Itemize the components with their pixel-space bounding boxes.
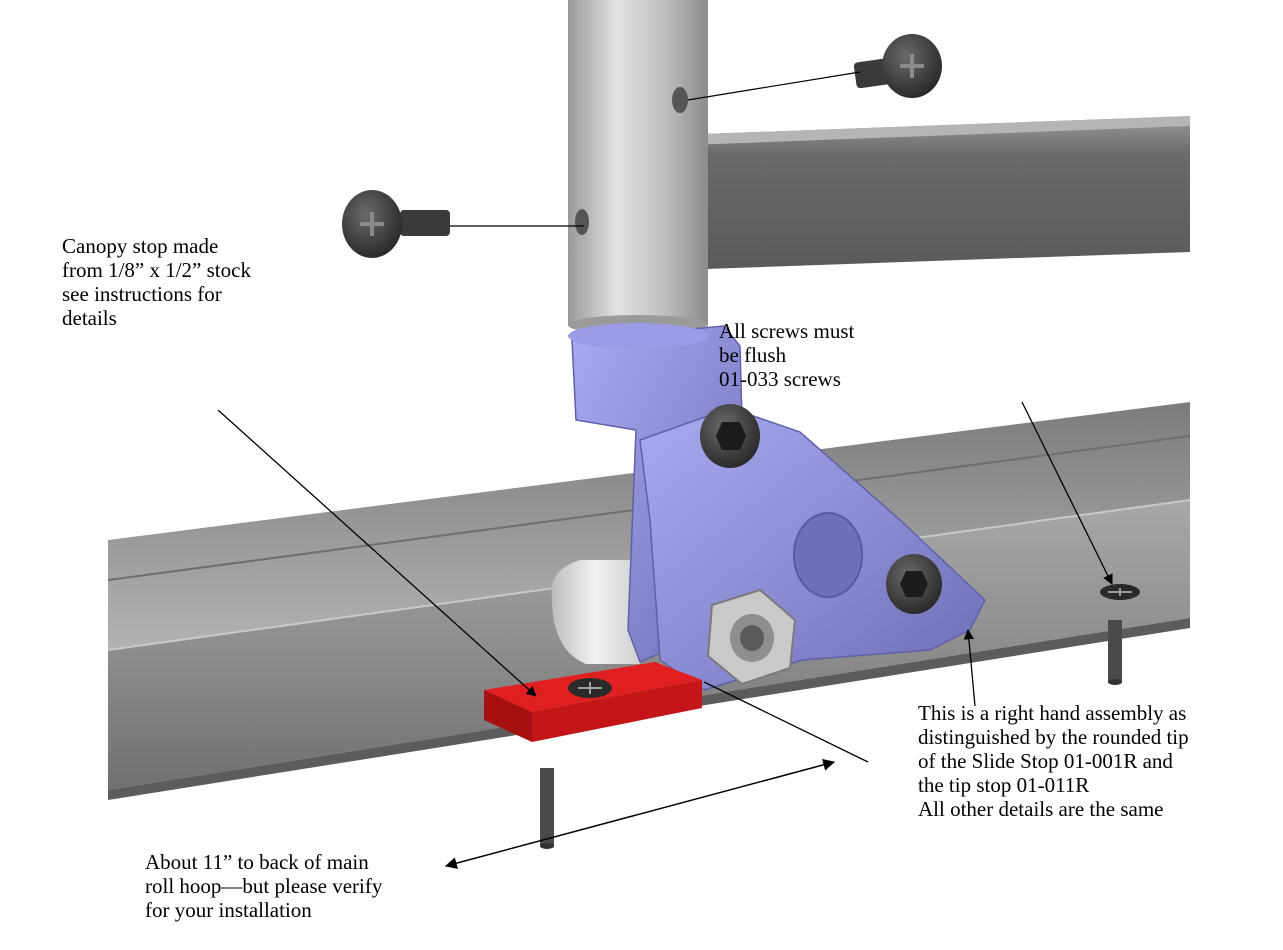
note-line: Canopy stop made xyxy=(62,234,219,258)
screw-top-right-icon xyxy=(853,34,942,98)
hex-nut xyxy=(706,588,797,686)
tube-hole-upper xyxy=(672,87,688,113)
crossbar xyxy=(676,116,1190,270)
note-line: 01-033 screws xyxy=(719,367,841,391)
note-line: see instructions for xyxy=(62,282,222,306)
note-line: This is a right hand assembly as xyxy=(918,701,1187,725)
note-line: distinguished by the rounded tip xyxy=(918,725,1189,749)
note-line: details xyxy=(62,306,117,330)
leader-canopy-stop xyxy=(217,409,537,697)
note-line: All other details are the same xyxy=(918,797,1164,821)
screw-alignment-line-upper xyxy=(687,71,861,101)
note-canopy-stop: Canopy stop made from 1/8” x 1/2” stock … xyxy=(62,234,251,330)
bracket-hole xyxy=(793,512,863,598)
leader-right-hand xyxy=(963,628,976,707)
note-line: roll hoop—but please verify xyxy=(145,874,383,898)
cap-screw-lower xyxy=(886,554,942,614)
leader-stop-to-note xyxy=(703,681,869,763)
note-screws-flush: All screws must be flush 01-033 screws xyxy=(719,319,854,391)
note-line: the tip stop 01-011R xyxy=(918,773,1090,797)
vertical-tube xyxy=(568,0,708,335)
tube-hole-lower xyxy=(575,209,589,235)
note-line: All screws must xyxy=(719,319,855,343)
roller xyxy=(551,560,640,664)
note-distance: About 11” to back of main roll hoop—but … xyxy=(145,850,382,922)
distance-arrow xyxy=(444,759,836,869)
note-line: of the Slide Stop 01-001R and xyxy=(918,749,1173,773)
note-line: for your installation xyxy=(145,898,312,922)
flush-screw-icon xyxy=(1100,584,1140,600)
screw-left-icon xyxy=(342,190,450,258)
cap-screw-upper xyxy=(700,404,760,468)
note-line: be flush xyxy=(719,343,787,367)
leader-flush-screws xyxy=(1021,401,1113,585)
rail-pin-right xyxy=(1108,620,1122,685)
note-line: About 11” to back of main xyxy=(145,850,369,874)
note-right-hand-assembly: This is a right hand assembly as disting… xyxy=(918,701,1189,821)
canopy-stop xyxy=(484,662,702,742)
note-line: from 1/8” x 1/2” stock xyxy=(62,258,251,282)
